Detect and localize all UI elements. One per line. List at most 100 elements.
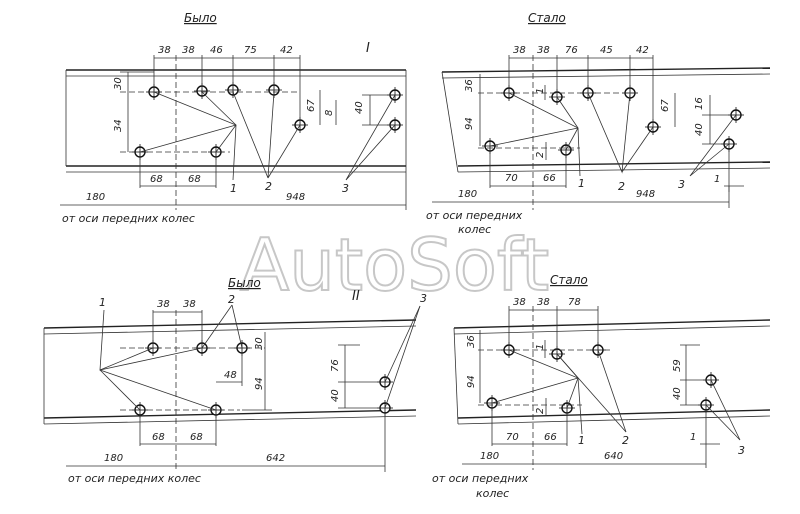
dim-label: 1 bbox=[535, 88, 546, 94]
dim-label: 68 bbox=[152, 432, 165, 443]
dim-label: 94 bbox=[466, 375, 477, 388]
dim-label: 42 bbox=[280, 45, 293, 56]
leader-line bbox=[489, 127, 579, 147]
callout-2: 2 bbox=[618, 180, 625, 193]
frame-top-rail-inner bbox=[441, 73, 771, 79]
leader-line bbox=[231, 304, 243, 349]
dim-label: 948 bbox=[286, 192, 305, 203]
dim-label: 38 bbox=[157, 299, 170, 310]
section-1-before: Было I 38 38 46 75 42 bbox=[60, 11, 407, 225]
dim-label: 40 bbox=[672, 387, 683, 400]
callout-1: 1 bbox=[578, 434, 585, 447]
dim-label: 16 bbox=[694, 97, 705, 110]
dim-label: 38 bbox=[158, 45, 171, 56]
dim-label: 38 bbox=[537, 297, 550, 308]
leader-line bbox=[153, 91, 237, 181]
dim-label: 66 bbox=[544, 432, 557, 443]
dim-label: 642 bbox=[266, 453, 285, 464]
callout-2: 2 bbox=[622, 434, 629, 447]
watermark: AutoSoft bbox=[240, 223, 549, 307]
dim-label: 38 bbox=[537, 45, 550, 56]
dim-label: 30 bbox=[113, 77, 124, 90]
leader-line bbox=[597, 349, 627, 433]
callout-3: 3 bbox=[678, 178, 685, 191]
frame-bottom-rail bbox=[457, 409, 771, 419]
leader-line bbox=[267, 124, 301, 179]
leader-line bbox=[232, 91, 275, 179]
dim-label: 30 bbox=[254, 337, 265, 350]
frame-top-rail bbox=[43, 319, 417, 329]
dim-label: 94 bbox=[254, 377, 265, 390]
section-2-before: Было II 38 38 30 94 48 76 bbox=[43, 276, 427, 485]
leader-line bbox=[556, 353, 627, 433]
dim-label: 76 bbox=[330, 359, 341, 372]
caption: от оси передних bbox=[426, 209, 523, 222]
dim-label: 75 bbox=[244, 45, 257, 56]
leader-line bbox=[689, 114, 737, 177]
dim-label: 34 bbox=[113, 119, 124, 132]
dim-label: 1 bbox=[714, 174, 720, 185]
dim-label: 59 bbox=[672, 359, 683, 372]
dim-label: 40 bbox=[330, 389, 341, 402]
frame-bottom-rail bbox=[457, 161, 771, 167]
leader-line bbox=[556, 96, 579, 129]
dim-label: 180 bbox=[458, 189, 477, 200]
dim-label: 948 bbox=[636, 189, 655, 200]
callout-3: 3 bbox=[738, 444, 745, 457]
dim-label: 70 bbox=[505, 173, 518, 184]
dim-label: 78 bbox=[568, 297, 581, 308]
frame-top-rail bbox=[453, 319, 771, 329]
dim-label: 640 bbox=[604, 451, 623, 462]
dim-label: 38 bbox=[513, 297, 526, 308]
caption: колес bbox=[476, 487, 509, 500]
caption: от оси передних колес bbox=[62, 212, 195, 225]
dim-label: 1 bbox=[690, 432, 696, 443]
frame-bottom-rail-inner bbox=[457, 167, 771, 173]
dim-label: 40 bbox=[354, 101, 365, 114]
leader-line bbox=[587, 92, 631, 174]
dim-label: 36 bbox=[464, 79, 475, 92]
frame-left-end bbox=[441, 71, 459, 173]
leader-line bbox=[99, 369, 217, 411]
dim-label: 38 bbox=[183, 299, 196, 310]
leader-line bbox=[99, 309, 154, 371]
title-before-2: Было bbox=[228, 276, 261, 290]
section-1-roman: I bbox=[366, 41, 370, 56]
dim-label: 42 bbox=[636, 45, 649, 56]
frame-top-rail-inner bbox=[43, 325, 417, 335]
dim-label: 68 bbox=[188, 174, 201, 185]
dim-label: 180 bbox=[86, 192, 105, 203]
section-2-after: Стало 38 38 78 36 94 1 2 bbox=[432, 273, 771, 500]
section-1-after: Стало 38 38 76 45 42 36 94 1 bbox=[426, 11, 771, 236]
leader-line bbox=[491, 377, 579, 404]
section-2-roman: II bbox=[352, 289, 360, 304]
callout-1: 1 bbox=[230, 182, 237, 195]
leader-line bbox=[99, 369, 141, 411]
dim-label: 48 bbox=[224, 370, 237, 381]
leader-line bbox=[384, 305, 421, 409]
leader-line bbox=[566, 377, 579, 409]
leader-line bbox=[215, 124, 237, 153]
frame-bottom-rail bbox=[43, 409, 417, 419]
leader-line bbox=[705, 379, 741, 441]
callout-3: 3 bbox=[342, 182, 349, 195]
leader-line bbox=[201, 304, 233, 349]
dim-label: 8 bbox=[324, 110, 335, 116]
dim-label: 180 bbox=[480, 451, 499, 462]
caption: от оси передних колес bbox=[68, 472, 201, 485]
callout-2: 2 bbox=[265, 180, 272, 193]
dim-label: 38 bbox=[513, 45, 526, 56]
leader-line bbox=[565, 127, 579, 151]
dim-label: 45 bbox=[600, 45, 613, 56]
dim-label: 1 bbox=[535, 344, 546, 350]
dim-label: 76 bbox=[565, 45, 578, 56]
frame-top-rail bbox=[441, 67, 771, 73]
frame-bottom-rail-inner bbox=[43, 415, 417, 425]
callout-2: 2 bbox=[228, 293, 235, 306]
callout-3: 3 bbox=[420, 292, 427, 305]
title-after-2: Стало bbox=[550, 273, 588, 287]
frame-left-end bbox=[453, 327, 459, 425]
leader-line bbox=[139, 124, 237, 153]
dim-label: 68 bbox=[150, 174, 163, 185]
